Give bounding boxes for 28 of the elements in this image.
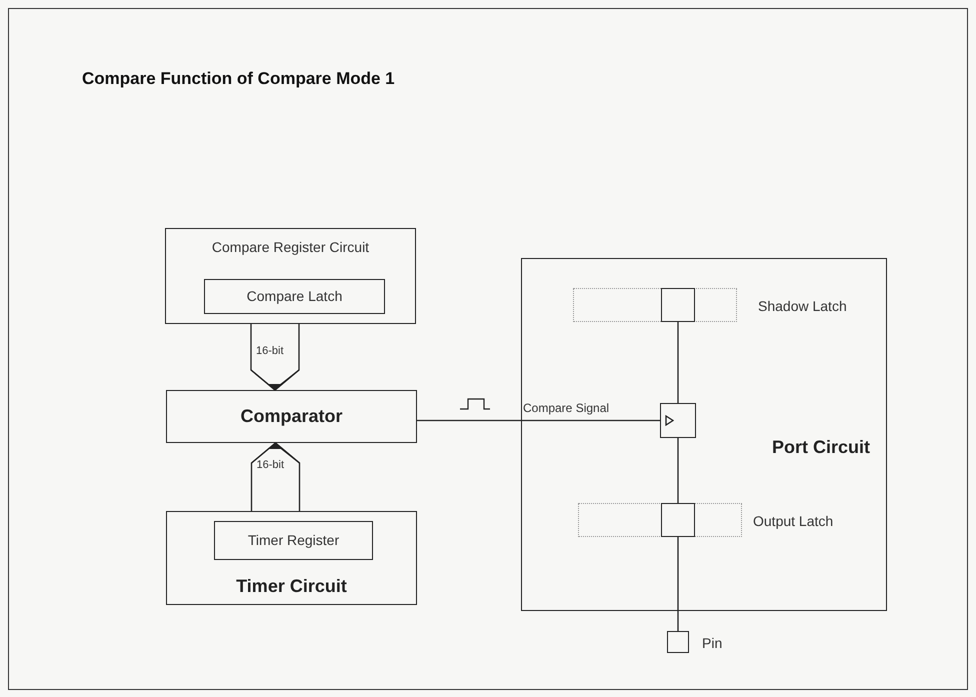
- bus-arrow: [250, 322, 300, 391]
- latch-square: [661, 503, 695, 537]
- node-label: Timer Circuit: [236, 575, 347, 598]
- part-label: Pin: [702, 634, 722, 653]
- part-label: Output Latch: [753, 512, 834, 531]
- comparator-box: [166, 390, 417, 443]
- node-label: Comparator: [240, 405, 342, 428]
- node-label: Port Circuit: [772, 436, 870, 459]
- circuit-box: [165, 228, 416, 324]
- edge-label: 16-bit: [256, 458, 284, 473]
- register-box: [214, 521, 373, 560]
- diagram-title: Compare Function of Compare Mode 1: [82, 68, 395, 90]
- circuit-box: [166, 511, 417, 605]
- flip-flop-box: [660, 403, 696, 438]
- port-circuit-box: [521, 258, 887, 611]
- signal-line: [677, 437, 679, 503]
- latch-box: [204, 279, 385, 314]
- latch-square: [661, 288, 695, 322]
- part-label: Shadow Latch: [758, 297, 847, 316]
- node-label: Compare Latch: [246, 287, 342, 306]
- signal-line: [677, 536, 679, 631]
- edge-label: Compare Signal: [523, 400, 610, 416]
- edge-label: 16-bit: [256, 344, 284, 359]
- node-label: Compare Register Circuit: [212, 238, 370, 257]
- node-label: Timer Register: [248, 531, 340, 550]
- signal-line: [417, 420, 660, 422]
- bus-arrow: [250, 442, 300, 513]
- signal-line: [677, 321, 679, 403]
